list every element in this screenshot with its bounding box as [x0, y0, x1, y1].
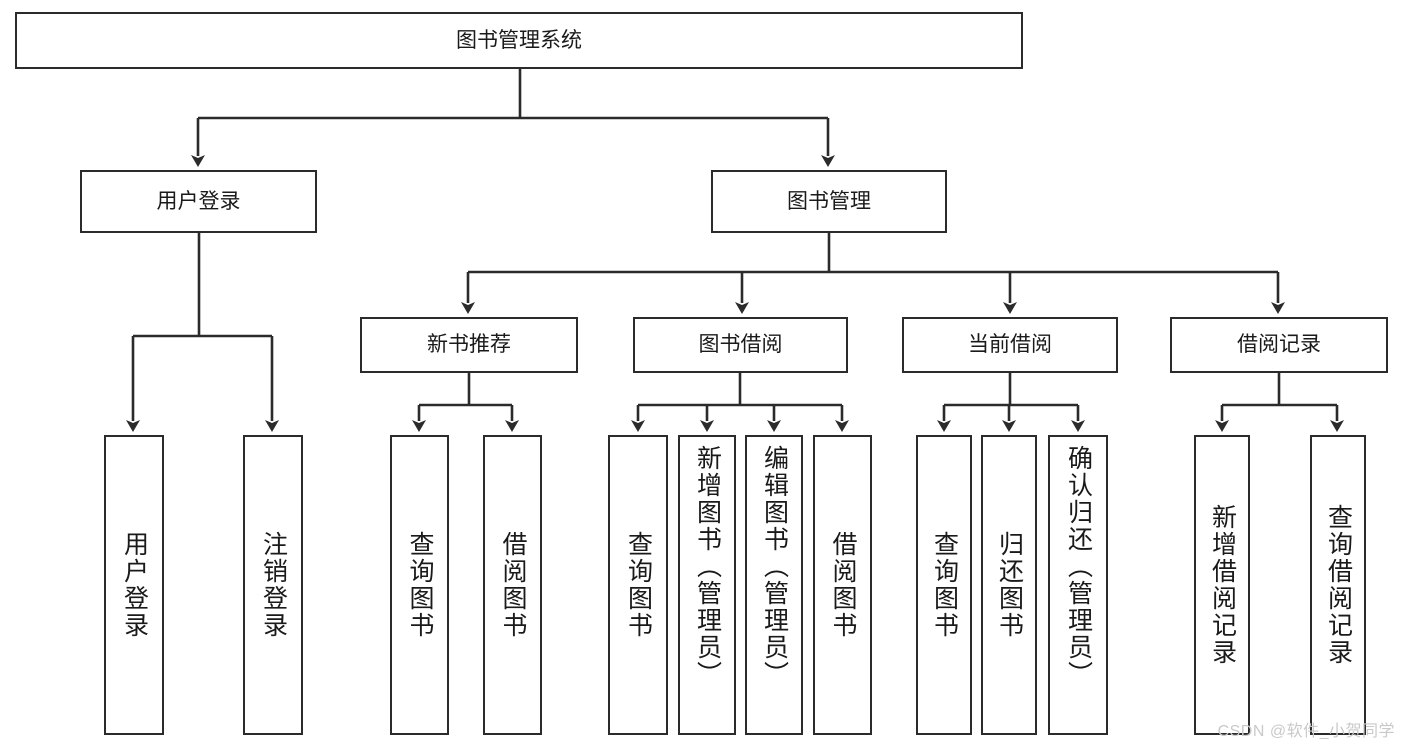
leaf-add-book-admin[interactable]: 新增图书（管理员）: [678, 435, 736, 735]
leaf-logout-login[interactable]: 注销登录: [243, 435, 303, 735]
node-label: 查询借阅记录: [1324, 504, 1353, 666]
node-label: 当前借阅: [968, 333, 1052, 357]
node-borrow-record[interactable]: 借阅记录: [1170, 317, 1388, 373]
node-label: 用户登录: [156, 189, 241, 213]
node-label: 查询图书: [624, 531, 653, 639]
node-label: 新增借阅记录: [1208, 504, 1237, 666]
node-root-library-system[interactable]: 图书管理系统: [15, 12, 1023, 69]
leaf-user-login[interactable]: 用户登录: [104, 435, 164, 735]
node-label: 确认归还（管理员）: [1064, 445, 1093, 688]
node-label: 新增图书（管理员）: [693, 445, 722, 688]
leaf-borrow-book-recommend[interactable]: 借阅图书: [483, 435, 542, 735]
node-label: 查询图书: [930, 531, 959, 639]
node-current-borrow[interactable]: 当前借阅: [902, 317, 1118, 373]
node-label: 借阅图书: [499, 531, 527, 639]
node-book-borrow[interactable]: 图书借阅: [633, 317, 848, 373]
node-label: 查询图书: [406, 531, 434, 639]
node-label: 图书借阅: [698, 333, 783, 357]
node-label: 归还图书: [995, 531, 1024, 639]
node-label: 用户登录: [120, 531, 149, 639]
node-book-management[interactable]: 图书管理: [711, 170, 947, 233]
node-new-book-recommend[interactable]: 新书推荐: [360, 317, 578, 373]
leaf-confirm-return-admin[interactable]: 确认归还（管理员）: [1048, 435, 1108, 735]
leaf-query-book-borrow[interactable]: 查询图书: [608, 435, 668, 735]
leaf-borrow-book[interactable]: 借阅图书: [813, 435, 872, 735]
node-label: 借阅记录: [1237, 333, 1321, 357]
leaf-edit-book-admin[interactable]: 编辑图书（管理员）: [745, 435, 803, 735]
node-label: 新书推荐: [427, 333, 511, 357]
leaf-add-borrow-record[interactable]: 新增借阅记录: [1194, 435, 1250, 735]
node-label: 图书管理: [787, 189, 871, 213]
node-label: 借阅图书: [829, 531, 857, 639]
node-label: 图书管理系统: [456, 28, 582, 52]
leaf-return-book[interactable]: 归还图书: [981, 435, 1037, 735]
node-user-login[interactable]: 用户登录: [80, 170, 317, 233]
leaf-query-book-current[interactable]: 查询图书: [916, 435, 972, 735]
node-label: 编辑图书（管理员）: [760, 445, 789, 688]
csdn-watermark: CSDN @软件_小贺同学: [1217, 723, 1395, 740]
leaf-query-book-recommend[interactable]: 查询图书: [390, 435, 449, 735]
node-label: 注销登录: [259, 531, 288, 639]
leaf-query-borrow-record[interactable]: 查询借阅记录: [1310, 435, 1366, 735]
